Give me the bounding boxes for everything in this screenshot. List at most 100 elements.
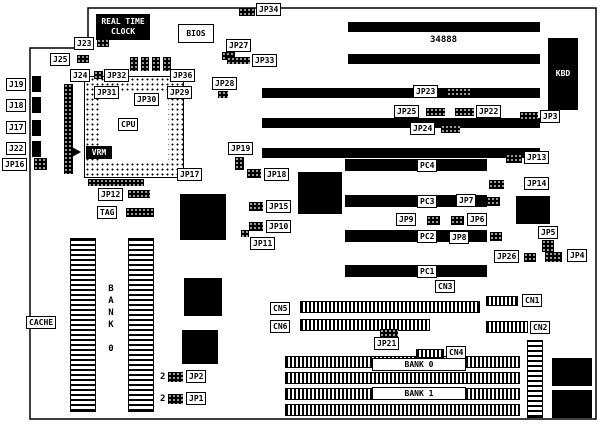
jp1-jumper bbox=[168, 394, 183, 404]
label-cn5: CN5 bbox=[270, 302, 291, 315]
chipset-chip-2 bbox=[298, 172, 342, 214]
vrm-label: VRM bbox=[91, 147, 107, 157]
label-jp29: JP29 bbox=[167, 86, 193, 99]
label-jp32: JP32 bbox=[104, 69, 130, 82]
cache-socket-column-2 bbox=[128, 238, 154, 412]
label-jp30: JP30 bbox=[134, 93, 160, 106]
jp4-jumper bbox=[545, 252, 562, 262]
label-cn1: CN1 bbox=[522, 294, 543, 307]
label-jp10: JP10 bbox=[266, 220, 292, 233]
simm-slot-2 bbox=[285, 372, 520, 384]
label-jp19: JP19 bbox=[228, 142, 254, 155]
jp3-jumper bbox=[520, 112, 538, 120]
label-jp36: JP36 bbox=[170, 69, 196, 82]
isa-slot-5 bbox=[262, 148, 540, 158]
jp30-jumper bbox=[152, 57, 160, 71]
label-pc1: PC1 bbox=[417, 265, 438, 278]
power-connector-1 bbox=[552, 358, 592, 386]
jp2-jumper bbox=[168, 372, 183, 382]
jp8-jumper bbox=[490, 232, 502, 241]
label-j18: J18 bbox=[6, 99, 27, 112]
cn1-connector bbox=[486, 296, 518, 306]
label-jp13: JP13 bbox=[524, 151, 550, 164]
isa-slot-3 bbox=[262, 88, 540, 98]
cpu-label: CPU bbox=[118, 118, 139, 131]
jp15-jumper bbox=[249, 202, 263, 211]
jp1-pin-marker: 2 bbox=[160, 394, 166, 404]
label-cn3: CN3 bbox=[435, 280, 456, 293]
label-tag: TAG bbox=[97, 206, 118, 219]
j23-jumper bbox=[97, 39, 109, 47]
label-j24: J24 bbox=[70, 69, 91, 82]
power-connector-2 bbox=[552, 390, 592, 418]
tag-socket bbox=[126, 208, 154, 217]
socket-pin-row bbox=[88, 179, 144, 186]
jp33-jumper bbox=[227, 57, 250, 64]
label-jp16: JP16 bbox=[2, 158, 28, 171]
label-jp12: JP12 bbox=[98, 188, 124, 201]
jp14-jumper bbox=[489, 180, 504, 189]
jp22-jumper bbox=[455, 108, 474, 116]
jp24-jumper bbox=[441, 125, 460, 133]
j17-header bbox=[32, 120, 41, 136]
cn6-connector bbox=[300, 319, 430, 331]
label-cn4: CN4 bbox=[446, 346, 467, 359]
label-cache: CACHE bbox=[26, 316, 57, 329]
label-jp22: JP22 bbox=[476, 105, 502, 118]
label-jp1: JP1 bbox=[186, 392, 207, 405]
cn2-connector bbox=[486, 321, 528, 333]
jp11-jumper bbox=[241, 230, 249, 237]
jp26-jumper bbox=[524, 253, 536, 262]
chipset-chip-4 bbox=[182, 330, 218, 364]
vrm-pointer-arrow bbox=[72, 147, 81, 157]
label-pc4: PC4 bbox=[417, 159, 438, 172]
jp28-jumper bbox=[218, 91, 228, 98]
j24-jumper bbox=[94, 71, 103, 79]
jp34-jumper bbox=[239, 8, 255, 16]
label-j22: J22 bbox=[6, 142, 27, 155]
bios-chip: BIOS bbox=[178, 24, 214, 43]
pci-slot-pc4 bbox=[345, 159, 487, 171]
pci-slot-pc1 bbox=[345, 265, 487, 277]
cache-socket-column-1 bbox=[70, 238, 96, 412]
jp5-jumper bbox=[542, 240, 554, 252]
chipset-chip-3 bbox=[184, 278, 222, 316]
bank1-label: BANK 1 bbox=[372, 387, 466, 400]
jp19-jumper bbox=[235, 157, 244, 170]
label-jp7: JP7 bbox=[456, 194, 477, 207]
vrm-module: VRM bbox=[86, 146, 112, 159]
jp7-jumper bbox=[487, 197, 500, 206]
jp27-jumper bbox=[222, 52, 235, 60]
label-pc3: PC3 bbox=[417, 195, 438, 208]
label-cn2: CN2 bbox=[530, 321, 551, 334]
jp25-jumper bbox=[426, 108, 445, 116]
label-jp15: JP15 bbox=[266, 200, 292, 213]
label-jp24: JP24 bbox=[410, 122, 436, 135]
rtc-label-line1: REAL TIME bbox=[101, 17, 145, 26]
jp12-jumper bbox=[128, 190, 150, 198]
jp32-jumper bbox=[130, 57, 138, 71]
jp10-jumper bbox=[249, 222, 263, 231]
simm-slot-4 bbox=[285, 404, 520, 416]
label-j19: J19 bbox=[6, 78, 27, 91]
jp2-pin-marker: 2 bbox=[160, 372, 166, 382]
edge-connector-vertical bbox=[527, 340, 543, 418]
label-jp33: JP33 bbox=[252, 54, 278, 67]
label-jp5: JP5 bbox=[538, 226, 559, 239]
label-j23: J23 bbox=[74, 37, 95, 50]
label-jp17: JP17 bbox=[177, 168, 203, 181]
label-jp9: JP9 bbox=[396, 213, 417, 226]
rtc-module: REAL TIME CLOCK bbox=[96, 14, 150, 40]
label-jp6: JP6 bbox=[467, 213, 488, 226]
label-j25: J25 bbox=[50, 53, 71, 66]
label-jp18: JP18 bbox=[264, 168, 290, 181]
cn5-connector bbox=[300, 301, 480, 313]
label-jp26: JP26 bbox=[494, 250, 520, 263]
j19-header bbox=[32, 76, 41, 92]
label-j17: J17 bbox=[6, 121, 27, 134]
label-cn6: CN6 bbox=[270, 320, 291, 333]
j22-header bbox=[32, 141, 41, 157]
jp13-jumper bbox=[506, 154, 522, 163]
pci-slot-pc3 bbox=[345, 195, 487, 207]
